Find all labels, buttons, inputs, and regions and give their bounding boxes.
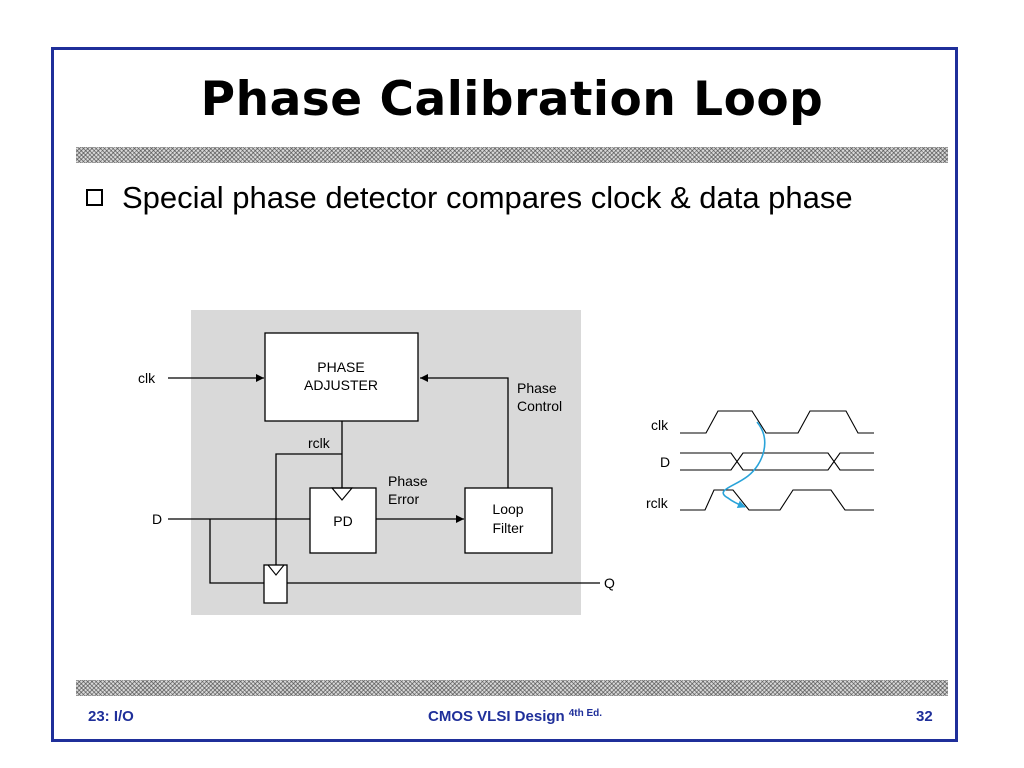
phase-detector-block: PD xyxy=(309,487,377,554)
footer-book-name: CMOS VLSI Design xyxy=(428,708,565,725)
timing-diagram: clk D rclk xyxy=(646,410,874,511)
footer-chapter: 23: I/O xyxy=(88,708,134,725)
timing-d-waveform xyxy=(680,452,874,471)
phase-error-label-line2: Error xyxy=(388,491,419,507)
loop-filter-label-line2: Filter xyxy=(492,520,523,536)
block-diagram: clk PHASE ADJUSTER Phase Control rclk PD… xyxy=(138,310,615,615)
phase-relation-arrow-icon xyxy=(722,421,766,509)
pd-label: PD xyxy=(333,513,352,529)
clk-input-label: clk xyxy=(138,370,156,386)
phase-error-label-line1: Phase xyxy=(388,473,428,489)
phase-control-wire xyxy=(420,374,509,488)
timing-rclk-waveform xyxy=(680,489,874,511)
footer-divider xyxy=(76,680,948,696)
phase-control-label-line1: Phase xyxy=(517,380,557,396)
slide-title: Phase Calibration Loop xyxy=(200,72,824,127)
title-divider xyxy=(76,147,948,163)
footer-page-number: 32 xyxy=(916,708,933,725)
slide-frame xyxy=(51,47,958,742)
q-output-label: Q xyxy=(604,575,615,591)
pd-clock-input-icon xyxy=(330,487,354,501)
phase-adjuster-label-line2: ADJUSTER xyxy=(304,377,378,393)
d-wire-to-flop xyxy=(209,519,264,584)
timing-clk-waveform xyxy=(680,410,874,434)
timing-d-label: D xyxy=(660,454,670,470)
phase-adjuster-block: PHASE ADJUSTER xyxy=(264,332,419,422)
loop-filter-label-line1: Loop xyxy=(492,501,523,517)
d-input-label: D xyxy=(152,511,162,527)
bullet-text: Special phase detector compares clock & … xyxy=(122,180,853,215)
phase-adjuster-label-line1: PHASE xyxy=(317,359,364,375)
bullet-item: Special phase detector compares clock & … xyxy=(86,180,853,216)
footer-edition: 4th Ed. xyxy=(568,708,603,719)
flip-flop-block xyxy=(263,564,288,604)
timing-clk-label: clk xyxy=(651,417,669,433)
bullet-checkbox-icon xyxy=(86,189,103,206)
rclk-label: rclk xyxy=(308,435,331,451)
rclk-wire-to-flop xyxy=(275,453,342,568)
flop-clock-input-icon xyxy=(266,564,286,576)
timing-rclk-label: rclk xyxy=(646,495,669,511)
phase-control-label-line2: Control xyxy=(517,398,562,414)
loop-filter-block: Loop Filter xyxy=(464,487,553,554)
